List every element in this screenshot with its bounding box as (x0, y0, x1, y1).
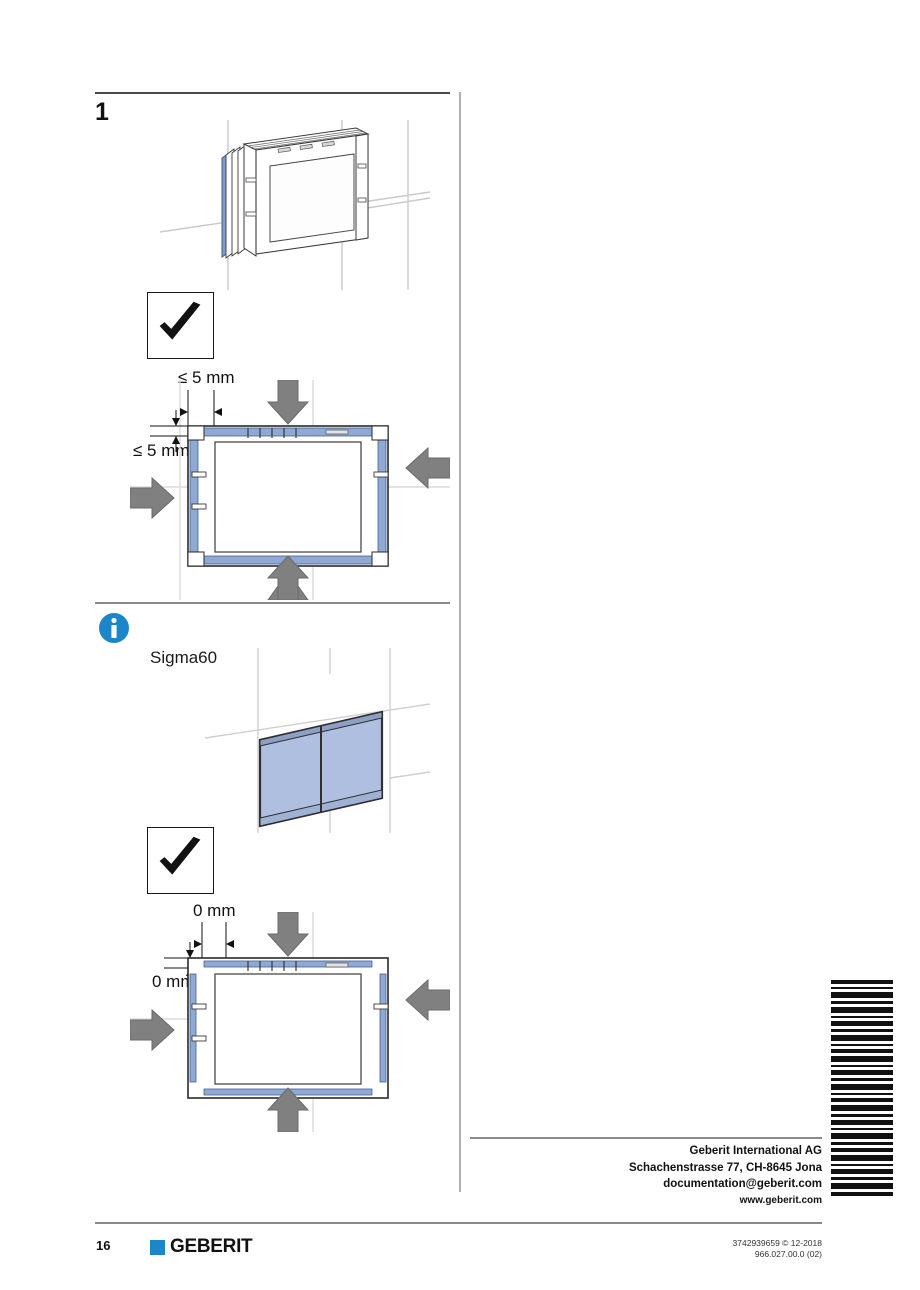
sigma60-left-dimension-label: 0 mm (152, 972, 195, 991)
geberit-logo: GEBERIT (150, 1236, 253, 1258)
footer-email: documentation@geberit.com (663, 1178, 822, 1190)
step1-isometric-drawing (160, 120, 430, 290)
page-bottom-rule (95, 1222, 822, 1224)
footer-website: www.geberit.com (739, 1194, 822, 1206)
footer-company: Geberit International AG (689, 1145, 822, 1157)
document-codes: 3742939659 © 12-2018 966.027.00.0 (02) (733, 1238, 822, 1260)
step1-top-dimension-label: ≤ 5 mm (178, 368, 235, 387)
sigma60-approved-checkbox (147, 827, 214, 894)
sigma60-top-dimension-label: 0 mm (193, 901, 236, 920)
document-reference: 966.027.00.0 (02) (754, 1249, 822, 1259)
step1-left-dimension-label: ≤ 5 mm (133, 441, 190, 460)
sigma60-front-view-drawing (130, 912, 450, 1132)
step-number: 1 (95, 98, 109, 126)
document-id: 3742939659 © 12-2018 (732, 1238, 822, 1248)
step1-approved-checkbox (147, 292, 214, 359)
logo-wordmark: GEBERIT (170, 1236, 253, 1257)
product-name-label: Sigma60 (150, 648, 218, 667)
footer-separator-rule (470, 1137, 822, 1139)
footer-street: Schachenstrasse 77, CH-8645 Jona (628, 1161, 822, 1174)
page-number: 16 (96, 1238, 111, 1253)
info-separator-rule (95, 602, 450, 604)
logo-square-icon (150, 1239, 165, 1255)
info-icon (98, 612, 130, 644)
step1-front-view-drawing (130, 380, 450, 600)
footer-address-block: Geberit International AG Schachenstrasse… (629, 1143, 822, 1209)
barcode (831, 978, 893, 1200)
step1-separator-rule (95, 92, 450, 94)
sigma60-isometric-drawing (160, 648, 430, 833)
column-divider (459, 92, 461, 1192)
